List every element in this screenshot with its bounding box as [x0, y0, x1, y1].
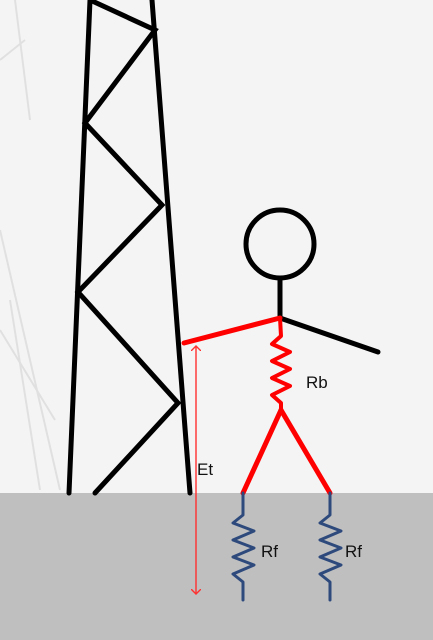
person-left-leg: [240, 407, 284, 496]
tower-icon: [66, 0, 193, 496]
body-resistor: [270, 316, 292, 412]
touch-voltage-label: Et: [197, 460, 213, 479]
foot-resistor-right: [318, 491, 343, 602]
foot-resistance-left-label: Rf: [261, 542, 278, 561]
foot-resistance-right-label: Rf: [345, 542, 362, 561]
person-icon: [181, 207, 381, 496]
person-head: [243, 207, 317, 281]
body-resistance-label: Rb: [306, 373, 328, 392]
person-left-arm: [181, 315, 283, 346]
background-tower-silhouette: [0, 0, 61, 491]
person-right-arm: [277, 315, 381, 355]
foot-resistor-left: [231, 491, 256, 602]
ground-area: [0, 493, 433, 640]
person-right-leg: [278, 407, 333, 496]
